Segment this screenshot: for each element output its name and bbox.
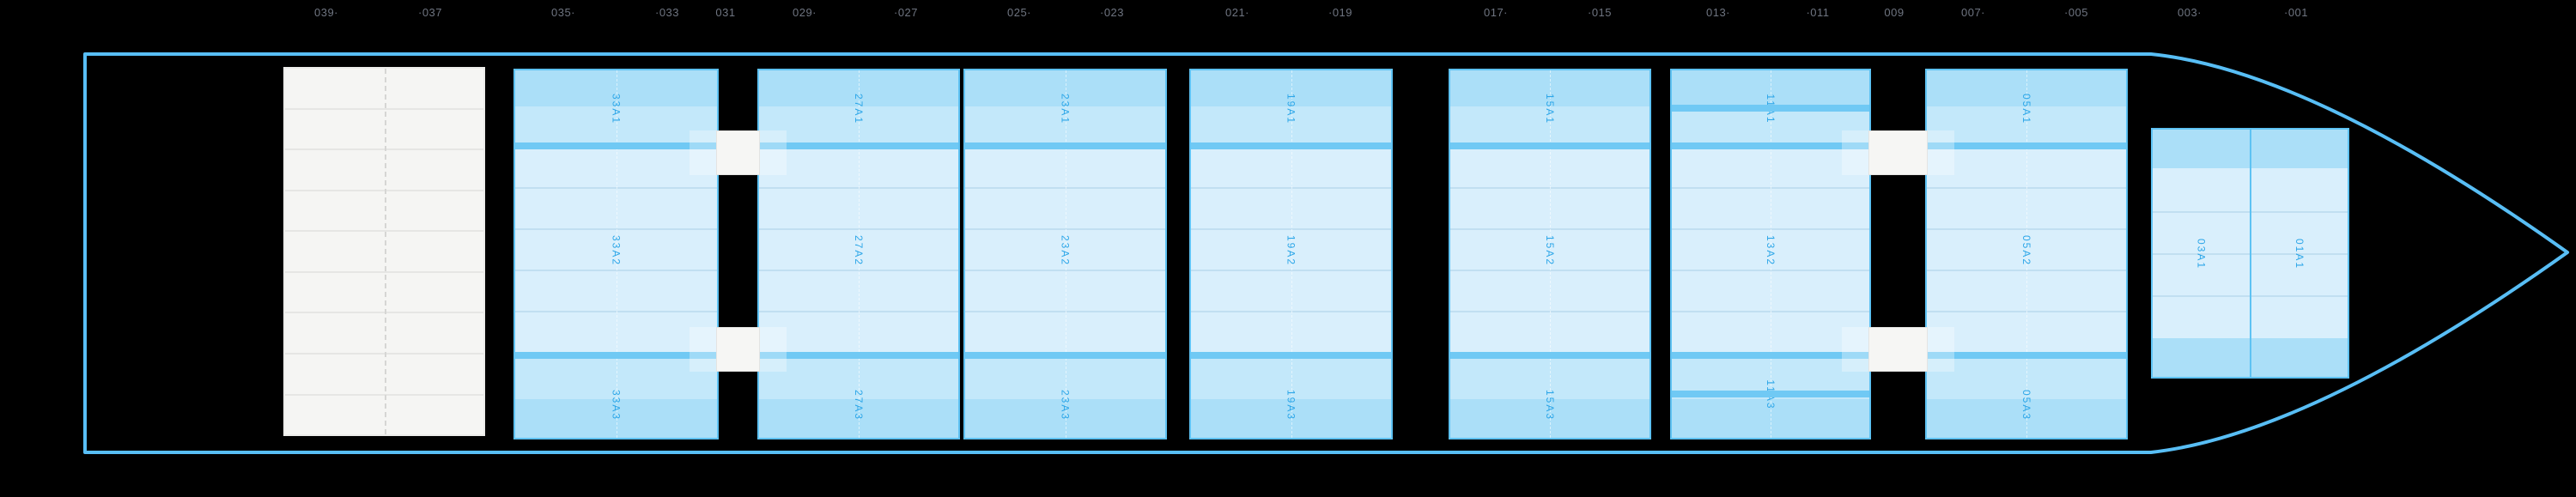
- bay-number-label: 013·: [1705, 6, 1731, 19]
- bay-bottom-band: [2153, 338, 2250, 377]
- bay-number-label: ·033: [654, 6, 680, 19]
- bay-section-label[interactable]: 27A2: [853, 234, 865, 267]
- bay-section-label[interactable]: 15A1: [1544, 93, 1556, 125]
- bay-section-label[interactable]: 15A2: [1544, 234, 1556, 267]
- deck-separator-line: [759, 352, 958, 359]
- row-gridline: [2153, 211, 2250, 213]
- bay-section-label[interactable]: 23A1: [1059, 93, 1072, 125]
- bay-19[interactable]: 19A1 19A2 19A3: [1189, 69, 1393, 439]
- hatch-cover: [716, 327, 760, 372]
- row-gridline: [2251, 211, 2348, 213]
- row-gridline: [2153, 295, 2250, 297]
- bay-section-label[interactable]: 33A3: [610, 389, 623, 421]
- deck-separator-line-extra: [1672, 105, 1869, 112]
- bay-13[interactable]: 11A113A211A3: [1670, 69, 1871, 439]
- bay-section-label[interactable]: 05A1: [2020, 93, 2032, 125]
- deck-separator-line: [1927, 352, 2126, 359]
- bay-15[interactable]: 15A1 15A2 15A3: [1449, 69, 1651, 439]
- bay-section-label[interactable]: 33A2: [610, 234, 623, 267]
- deck-separator-line: [1672, 352, 1869, 359]
- deck-separator-line: [515, 352, 717, 359]
- bay-bottom-band: [2251, 338, 2348, 377]
- bay-number-label: 039·: [313, 6, 339, 19]
- deck-separator-line: [1450, 352, 1649, 359]
- bay-number-label: ·019: [1327, 6, 1353, 19]
- bay-number-label: ·023: [1099, 6, 1125, 19]
- bow-bay-block: 03A1 01A1: [2151, 128, 2349, 379]
- deck-separator-line: [965, 142, 1165, 149]
- bay-number-label: 021·: [1224, 6, 1250, 19]
- deck-separator-line: [1191, 352, 1391, 359]
- bay-section-label[interactable]: 15A3: [1544, 389, 1556, 421]
- bay-number-label: ·005: [2063, 6, 2089, 19]
- bay-number-label: 029·: [792, 6, 817, 19]
- deck-separator-line-extra: [1672, 391, 1869, 397]
- bay-section-label[interactable]: 27A1: [853, 93, 865, 125]
- bay-number-label: ·011: [1806, 6, 1830, 19]
- hatch-cover: [716, 130, 760, 175]
- bay-number-label: 031: [715, 6, 736, 19]
- stern-grid: [283, 67, 485, 436]
- bay-number-label: ·015: [1587, 6, 1613, 19]
- bay-section-label[interactable]: 23A2: [1059, 234, 1072, 267]
- bay-number-label: ·037: [417, 6, 443, 19]
- bay-section-label[interactable]: 05A2: [2020, 234, 2032, 267]
- bay-number-label: ·001: [2283, 6, 2309, 19]
- bay-section-label[interactable]: 23A3: [1059, 389, 1072, 421]
- deck-separator-line: [515, 142, 717, 149]
- deck-separator-line: [1672, 142, 1869, 149]
- hatch-cover: [1868, 327, 1928, 372]
- bay-33[interactable]: 33A1 33A2 33A3: [513, 69, 719, 439]
- bay-section-label[interactable]: 05A3: [2020, 389, 2032, 421]
- bow-bay-03A1[interactable]: 03A1: [2153, 130, 2250, 377]
- bay-section-label[interactable]: 27A3: [853, 389, 865, 421]
- bay-number-label: 025·: [1006, 6, 1032, 19]
- bay-number-label: ·027: [893, 6, 919, 19]
- deck-separator-line: [759, 142, 958, 149]
- bay-top-band: [2153, 130, 2250, 168]
- bay-section-label[interactable]: 01A1: [2293, 238, 2306, 270]
- bay-number-label: 003·: [2177, 6, 2202, 19]
- bay-section-label[interactable]: 19A2: [1285, 234, 1297, 267]
- row-gridline: [2251, 295, 2348, 297]
- bay-number-label: 007·: [1960, 6, 1986, 19]
- bay-section-label[interactable]: 03A1: [2195, 238, 2208, 270]
- bay-23[interactable]: 23A1 23A2 23A3: [963, 69, 1167, 439]
- deck-separator-line: [1927, 142, 2126, 149]
- deck-separator-line: [1450, 142, 1649, 149]
- bay-number-label: 009: [1884, 6, 1905, 19]
- bay-section-label[interactable]: 13A2: [1765, 234, 1777, 267]
- stern-grid-centerline: [384, 69, 386, 434]
- bay-05[interactable]: 05A1 05A2 05A3: [1925, 69, 2128, 439]
- bay-number-label: 035·: [550, 6, 576, 19]
- bay-section-label[interactable]: 19A3: [1285, 389, 1297, 421]
- bay-section-label[interactable]: 19A1: [1285, 93, 1297, 125]
- bay-top-band: [2251, 130, 2348, 168]
- hatch-cover: [1868, 130, 1928, 175]
- bay-number-label: 017·: [1483, 6, 1509, 19]
- bay-27[interactable]: 27A1 27A2 27A3: [757, 69, 960, 439]
- deck-separator-line: [1191, 142, 1391, 149]
- bay-section-label[interactable]: 33A1: [610, 93, 623, 125]
- deck-separator-line: [965, 352, 1165, 359]
- bow-bay-01A1[interactable]: 01A1: [2249, 130, 2348, 377]
